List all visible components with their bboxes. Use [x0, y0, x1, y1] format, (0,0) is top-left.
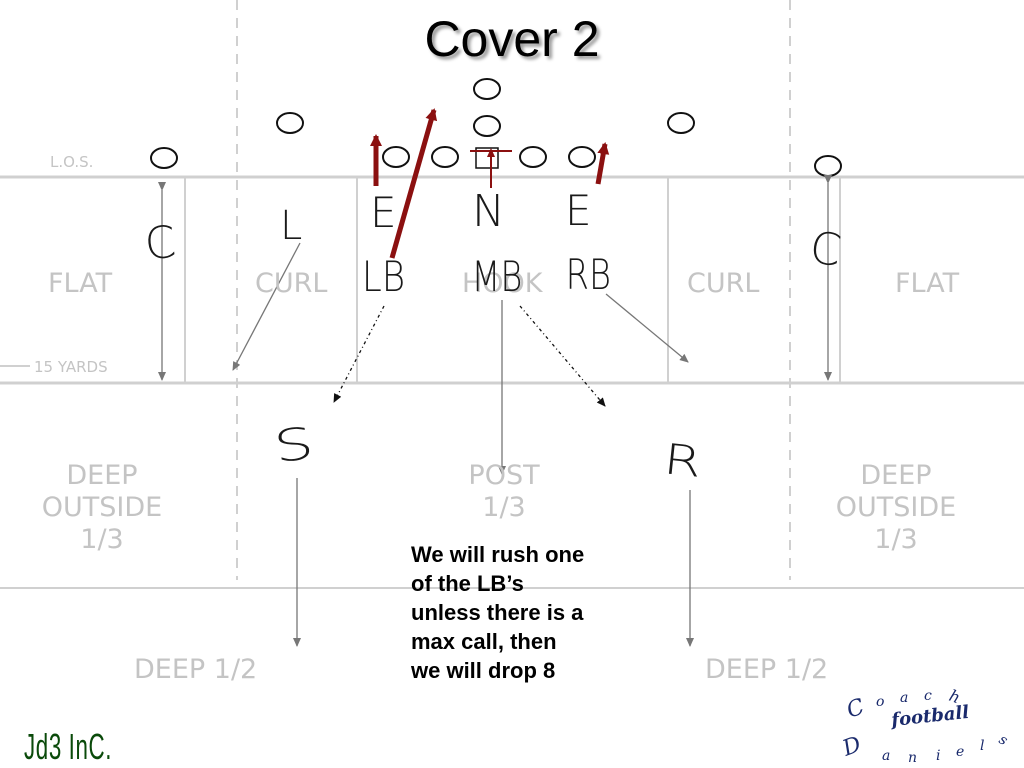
player-n: N [472, 186, 505, 237]
zone-deep-outside-right: DEEP OUTSIDE 1/3 [835, 460, 957, 555]
signature-letter: s [996, 732, 1010, 749]
player-lb: LB [361, 252, 406, 301]
player-mb: MB [471, 252, 523, 301]
los-label: L.O.S. [50, 153, 94, 171]
signature-letter: o [876, 694, 884, 710]
coverage-drops [158, 175, 832, 647]
circle-wr-left [150, 147, 178, 169]
player-l: L [280, 203, 303, 249]
circle-rt [568, 146, 596, 168]
zone-deep-half-right: DEEP 1/2 [705, 654, 829, 685]
player-rb: RB [565, 250, 612, 299]
coach-daniels-signature: C o a c h football D a n i e l s [842, 686, 1010, 766]
player-s: S [270, 417, 317, 474]
drop-mb-optional [519, 305, 606, 407]
circle-qb [473, 115, 501, 137]
zone-post: POST 1/3 [468, 460, 540, 523]
zone-curl-left: CURL [255, 268, 328, 299]
rush-note: We will rush one of the LB’s unless ther… [411, 542, 585, 683]
circle-lt [382, 146, 410, 168]
circle-lg [431, 146, 459, 168]
optional-drops [333, 305, 606, 407]
drop-lb-optional [333, 305, 385, 403]
zone-curl-right: CURL [687, 268, 760, 299]
player-e-right: E [565, 186, 592, 235]
player-r: R [661, 434, 705, 487]
rush-arrow-lb [389, 108, 438, 259]
zone-flat-right: FLAT [895, 268, 960, 299]
zone-deep-outside-left: DEEP OUTSIDE 1/3 [41, 460, 163, 555]
drop-rb-curl [605, 293, 689, 363]
signature-letter: C [844, 694, 869, 723]
zone-flat-left: FLAT [48, 268, 113, 299]
signature-letter: a [882, 748, 890, 764]
player-circles [150, 78, 842, 177]
rush-arrow-e-right [595, 142, 610, 185]
page-title: Cover 2 [424, 11, 600, 67]
circle-rg [519, 146, 547, 168]
signature-letter: D [842, 732, 865, 762]
drop-l-curl [232, 242, 301, 371]
zone-hook: HOOK [462, 268, 543, 299]
circle-left-back [276, 112, 304, 134]
fifteen-yards-label: 15 YARDS [34, 358, 108, 376]
player-e-left: E [370, 188, 397, 237]
signature-letter: i [936, 748, 940, 764]
circle-top [473, 78, 501, 100]
zone-deep-half-left: DEEP 1/2 [134, 654, 258, 685]
signature-letter: c [924, 688, 932, 704]
signature-letter: a [900, 690, 908, 706]
field-grid [0, 0, 1024, 589]
brand-logo-text: Jd3 InC. [24, 726, 113, 767]
player-c-left: C [142, 216, 179, 271]
signature-letter: n [908, 750, 917, 766]
circle-right-back [667, 112, 695, 134]
rush-arrows [370, 108, 610, 259]
signature-letter: l [980, 738, 984, 754]
signature-football: football [888, 702, 970, 731]
circle-wr-right [814, 155, 842, 177]
signature-letter: e [956, 744, 964, 760]
player-c-right: C [806, 222, 845, 277]
